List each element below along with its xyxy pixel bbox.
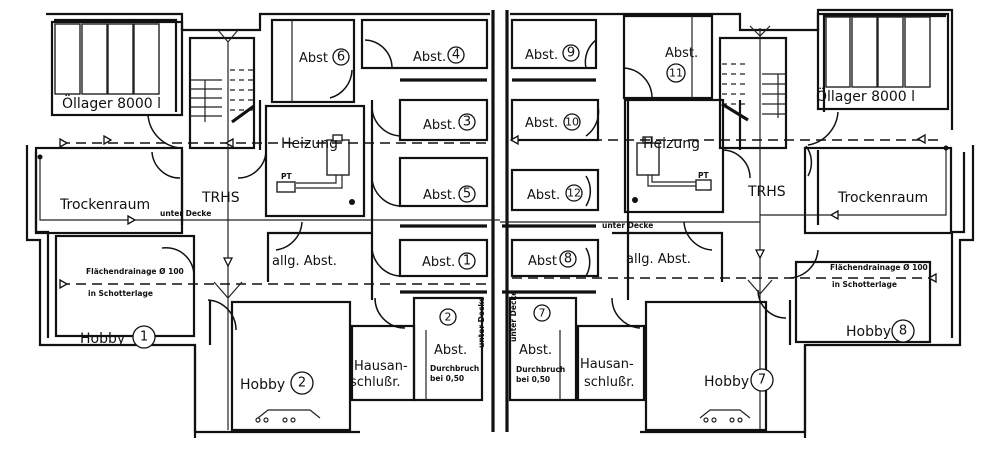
heating-room-left: PT Heizung xyxy=(237,104,366,218)
house-connection-left-line2: schlußr. xyxy=(350,375,400,390)
drainage-left-line1: Flächendrainage Ø 100 xyxy=(86,267,184,276)
storage-8-number: 8 xyxy=(564,252,572,267)
storage-10-label: Abst. xyxy=(525,116,558,131)
storage-block-right: Abst. 9 Abst. 11 Abst. 10 Abst. 12 Abst … xyxy=(502,14,714,294)
storage-3-label: Abst. xyxy=(423,118,456,133)
storage-1-label: Abst. xyxy=(422,255,455,270)
heating-device-left-label: PT xyxy=(281,172,292,181)
drying-room-left: Trockenraum xyxy=(34,146,190,235)
storage-2-label: Abst. xyxy=(434,343,467,358)
hobby-8: Hobby 8 xyxy=(757,249,932,344)
hobby-7: Hobby 7 xyxy=(644,300,774,432)
oil-storage-right: Öllager 8000 l xyxy=(807,12,950,146)
drainage-right-line1: Flächendrainage Ø 100 xyxy=(830,263,928,272)
storage-12-label: Abst. xyxy=(527,188,560,203)
house-connection-left: Hausan- schlußr. xyxy=(350,297,416,402)
storage-8-label: Abst xyxy=(528,254,557,269)
heating-room-right: PT Heizung xyxy=(623,98,751,214)
storage-10-number: 10 xyxy=(565,116,579,129)
storage-2-number: 2 xyxy=(445,311,452,324)
stairwell-left-label: TRHS xyxy=(201,190,240,206)
hobby-1-label: Hobby xyxy=(80,331,125,347)
hobby-7-label: Hobby xyxy=(704,374,749,390)
storage-6-number: 6 xyxy=(337,50,345,65)
storage-11-label: Abst. xyxy=(665,46,698,61)
hobby-7-number: 7 xyxy=(758,373,766,388)
hobby-1-number: 1 xyxy=(140,330,148,345)
hobby-2: Hobby 2 xyxy=(230,300,352,432)
under-ceiling-left: unter Decke xyxy=(160,209,211,218)
storage-4-label: Abst. xyxy=(413,50,446,65)
common-storage-right-label: allg. Abst. xyxy=(626,252,691,267)
hobby-1: Hobby 1 xyxy=(54,234,237,349)
storage-2: Abst. 2 Durchbruch bei 0,50 unter Decke xyxy=(412,297,486,402)
heating-room-left-label: Heizung xyxy=(281,136,338,152)
heating-device-right-label: PT xyxy=(698,171,709,180)
under-ceiling-right-vertical: unter Decke xyxy=(509,291,518,342)
drying-room-right: Trockenraum xyxy=(760,145,953,235)
storage-6-label: Abst xyxy=(299,51,328,66)
oil-storage-right-label: Öllager 8000 l xyxy=(816,87,915,105)
house-connection-right-line1: Hausan- xyxy=(580,357,634,372)
common-storage-left: allg. Abst. xyxy=(266,221,372,282)
hobby-2-label: Hobby xyxy=(240,377,285,393)
storage-7-note-line1: Durchbruch xyxy=(516,365,565,374)
storage-11-number: 11 xyxy=(669,67,683,80)
storage-7-number: 7 xyxy=(539,307,546,320)
hobby-8-label: Hobby xyxy=(846,324,891,340)
storage-9-label: Abst. xyxy=(525,48,558,63)
storage-9-number: 9 xyxy=(567,46,575,61)
house-connection-left-line1: Hausan- xyxy=(354,359,408,374)
storage-12-number: 12 xyxy=(567,187,581,200)
oil-storage-left-label: Öllager 8000 l xyxy=(62,94,161,112)
under-ceiling-left-vertical: unter Decke xyxy=(477,297,486,348)
storage-7: Abst. 7 Durchbruch bei 0,50 unter Decke xyxy=(508,291,578,402)
hobby-2-number: 2 xyxy=(298,376,306,391)
house-connection-right: Hausan- schlußr. xyxy=(576,297,646,402)
common-storage-right: allg. Abst. xyxy=(612,221,724,282)
storage-2-note-line1: Durchbruch xyxy=(430,364,479,373)
storage-5-label: Abst. xyxy=(423,188,456,203)
drainage-left-line2: in Schotterlage xyxy=(88,289,153,298)
stairs-right xyxy=(718,25,788,430)
storage-4-number: 4 xyxy=(452,48,460,63)
storage-block-left: Abst 6 Abst. 4 Abst. 3 Abst. 5 Abst. 1 xyxy=(270,18,489,294)
drying-room-left-label: Trockenraum xyxy=(59,197,150,213)
stairs-left xyxy=(188,29,256,430)
pipes: unter Decke unter Decke Flächendrainage … xyxy=(59,133,940,299)
drying-room-right-label: Trockenraum xyxy=(837,190,928,206)
drainage-right-line2: in Schotterlage xyxy=(832,280,897,289)
common-storage-left-label: allg. Abst. xyxy=(272,254,337,269)
storage-1-number: 1 xyxy=(463,254,471,269)
oil-storage-left: Öllager 8000 l xyxy=(50,20,184,149)
storage-3-number: 3 xyxy=(463,115,471,130)
stairwell-right-label: TRHS xyxy=(747,184,786,200)
hobby-8-number: 8 xyxy=(899,324,907,339)
house-connection-right-line2: schlußr. xyxy=(584,375,634,390)
storage-7-label: Abst. xyxy=(519,343,552,358)
interior-walls xyxy=(180,100,820,345)
heating-room-right-label: Heizung xyxy=(643,136,700,152)
storage-2-note-line2: bei 0,50 xyxy=(430,374,464,383)
storage-5-number: 5 xyxy=(463,187,471,202)
storage-7-note-line2: bei 0,50 xyxy=(516,375,550,384)
